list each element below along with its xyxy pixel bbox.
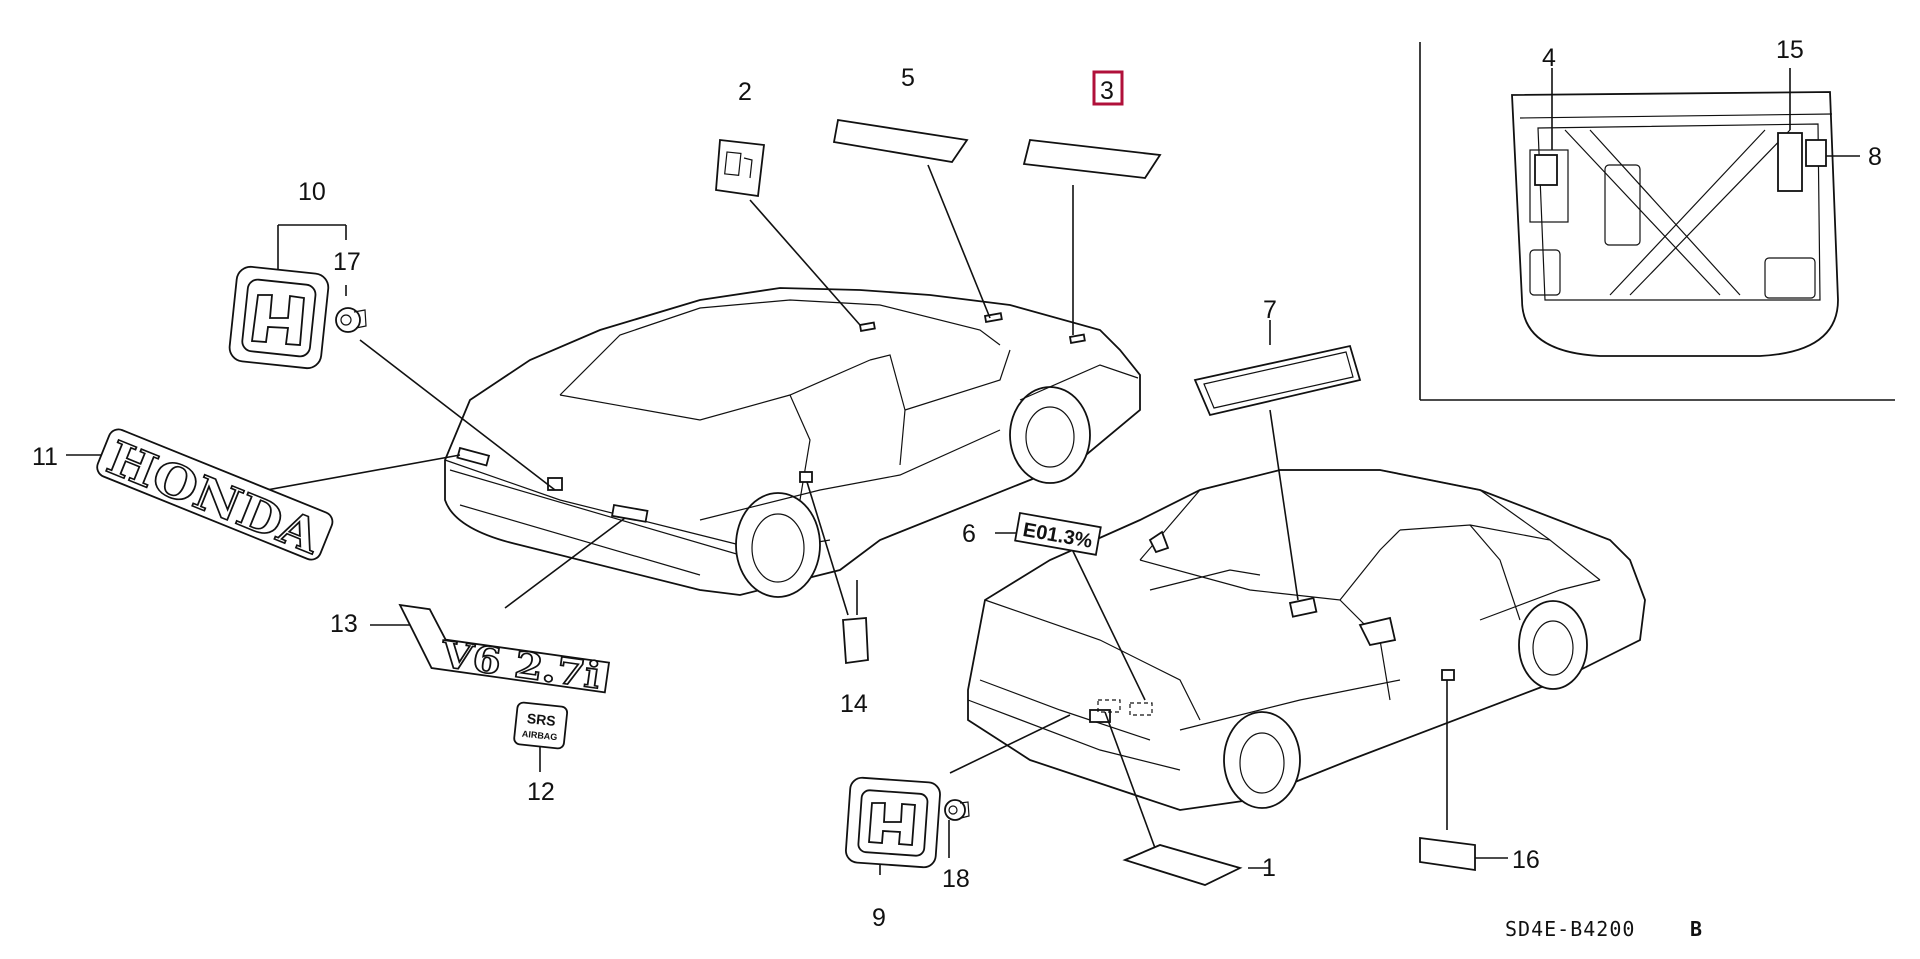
label-5[interactable] — [832, 118, 969, 163]
front-emblem-clip[interactable] — [944, 799, 970, 821]
callout-13[interactable]: 13 — [330, 610, 358, 638]
svg-text:HONDA: HONDA — [100, 430, 329, 565]
callout-12[interactable]: 12 — [527, 778, 555, 806]
label-14[interactable] — [842, 617, 869, 665]
hood-label-8[interactable] — [1805, 139, 1827, 167]
svg-text:AIRBAG: AIRBAG — [521, 729, 557, 743]
label-1[interactable] — [1122, 844, 1243, 886]
fuel-label[interactable] — [715, 139, 765, 198]
callouts: 1 2 3 4 5 6 7 8 9 10 11 12 13 14 15 16 1… — [32, 36, 1882, 932]
callout-6[interactable]: 6 — [962, 520, 976, 548]
callout-2[interactable]: 2 — [738, 78, 752, 106]
callout-3-highlight — [1092, 70, 1124, 106]
label-7[interactable] — [1193, 344, 1362, 417]
hood-label-4[interactable] — [1534, 154, 1558, 186]
callout-4[interactable]: 4 — [1542, 44, 1556, 72]
callout-10[interactable]: 10 — [298, 178, 326, 206]
callout-1[interactable]: 1 — [1262, 854, 1276, 882]
v6-2-7i-emblem[interactable]: V6 2.7i — [391, 603, 613, 698]
svg-text:SRS: SRS — [526, 710, 556, 729]
callout-5[interactable]: 5 — [901, 64, 915, 92]
callout-14[interactable]: 14 — [840, 690, 868, 718]
callout-16[interactable]: 16 — [1512, 846, 1540, 874]
rear-h-emblem[interactable] — [228, 265, 330, 370]
rear-emblem-clip[interactable] — [335, 307, 367, 333]
svg-text:V6 2.7i: V6 2.7i — [438, 633, 603, 697]
callout-15[interactable]: 15 — [1776, 36, 1804, 64]
svg-text:B: B — [1690, 917, 1703, 941]
front-view-car — [967, 469, 1646, 811]
svg-text:SD4E-B4200: SD4E-B4200 — [1505, 917, 1635, 941]
callout-8[interactable]: 8 — [1868, 143, 1882, 171]
diagram-code: SD4E-B4200 B — [1505, 917, 1703, 941]
callout-18[interactable]: 18 — [942, 865, 970, 893]
callout-7[interactable]: 7 — [1263, 296, 1277, 324]
hood-label-15[interactable] — [1777, 132, 1803, 192]
hood-inset — [1419, 42, 1895, 401]
callout-17[interactable]: 17 — [333, 248, 361, 276]
label-16[interactable] — [1419, 836, 1476, 872]
label-6[interactable]: E01.3% — [1014, 511, 1102, 556]
callout-3[interactable]: 3 — [1100, 77, 1114, 105]
callout-9[interactable]: 9 — [872, 904, 886, 932]
label-3[interactable] — [1022, 139, 1162, 179]
rear-view-car — [444, 287, 1141, 598]
srs-airbag-emblem[interactable]: SRS AIRBAG — [513, 701, 569, 750]
front-h-emblem[interactable] — [845, 776, 941, 869]
callout-11[interactable]: 11 — [32, 443, 58, 471]
honda-emblem[interactable]: HONDA — [92, 426, 335, 567]
